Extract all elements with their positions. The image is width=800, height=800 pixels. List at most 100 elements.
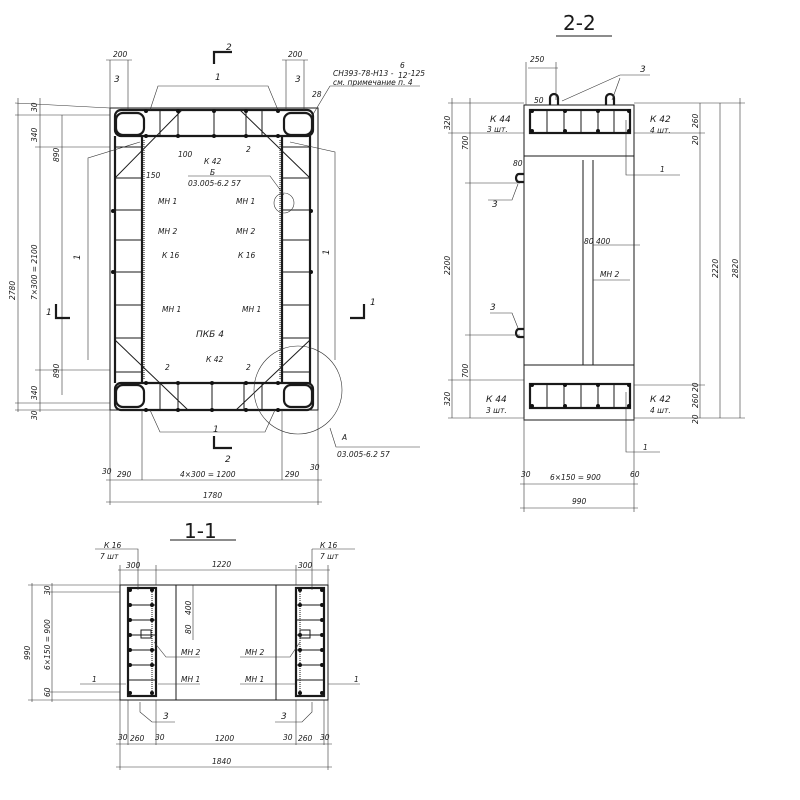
weld-note: СН393-78-Н13 - 6 12 -125 см. примечание … [311,61,425,117]
section-mark-2-label-bottom: 2 [225,455,231,465]
section-1-1-outline [119,584,329,701]
mesh-anchor-right [299,629,311,639]
dim-b-260-right: 260 [298,734,313,743]
dim-20-mid: 20 [691,382,700,392]
section-2-2-dimension-lines [448,62,745,512]
dim-bottom-30-left: 30 [102,467,112,476]
detail-a-circle [253,345,343,435]
callout-mn1-right-bottom: МН 1 [242,305,261,314]
detail-a-reference: 03.005-6.2 57 [337,450,390,459]
corner-bar-br [282,383,314,409]
dim-30-bottom: 30 [30,410,39,420]
dim-30-top: 30 [30,102,39,112]
weld-note-code: СН393-78-Н13 - [333,69,394,78]
callout-k16-right: К 16 [320,541,337,550]
rebar-dots [111,109,313,412]
column-cage-right [294,586,326,698]
callout-pos-1-top: 1 [660,165,665,174]
side-loop-top [514,172,524,184]
dim-b-30-4: 30 [320,733,330,742]
section-mark-2 [54,50,366,450]
callout-pos-1-top: 1 [215,73,221,83]
dim-320-bottom: 320 [443,391,452,406]
lifting-loop-right [604,92,616,105]
dim-bottom-290-right: 290 [285,470,300,479]
section-1-1-rebar-dots [128,588,324,695]
dim-2200: 2200 [443,256,452,275]
callout-pos-1-right: 1 [322,249,332,255]
dim-80-loop: 80 [513,159,523,168]
callout-mn1-right-top: МН 1 [236,197,255,206]
dim-60: 60 [43,687,52,697]
detail-b-reference: 03.005-6.2 57 [188,179,241,188]
dim-890-top: 890 [52,147,61,162]
dim-b-1840: 1840 [212,757,231,766]
dim-b-30-2: 30 [155,733,165,742]
dim-bottom-1200: 4×300 = 1200 [180,470,236,479]
dim-20-bottom: 20 [691,414,700,424]
callout-k42-top: К 42 [650,115,671,125]
callout-k16-right: К 16 [238,251,255,260]
callout-mn1-right: МН 1 [245,675,264,684]
callout-mn2-right: МН 2 [245,648,264,657]
callout-k44-qty-top: 3 шт. [487,125,508,134]
section-mark-1-label-right: 1 [370,298,376,308]
dim-top-right: 200 [288,50,303,59]
section-1-1: 1-1 [23,519,360,770]
dim-60: 60 [630,470,640,479]
dim-top-left: 200 [113,50,128,59]
dim-700-bottom: 700 [461,363,470,378]
dim-990: 990 [23,645,32,660]
callout-k44-top: К 44 [490,115,511,125]
callout-pos-3-top: 3 [640,65,646,75]
dim-1220: 1220 [212,560,231,569]
column-stirrups [114,109,311,411]
callout-pos-3-side-top: 3 [492,200,498,210]
callout-pos-3-left: 3 [163,712,169,722]
dim-300-right: 300 [298,561,313,570]
bottom-cage-k44 [528,382,632,410]
dim-320-top: 320 [443,115,452,130]
callout-k44-qty-bottom: 3 шт. [486,406,507,415]
dim-260-top: 260 [691,113,700,128]
callout-k42-bottom: К 42 [206,355,223,364]
callout-k16-left: К 16 [162,251,179,260]
plan-view: 2 2 1 1 200 200 2780 7×300 = 2100 340 89… [8,43,425,505]
pos1-frame-outline [87,85,336,433]
callout-mn1-left-bottom: МН 1 [162,305,181,314]
callout-k42-top: К 42 [204,157,221,166]
weld-note-fraction-top: 6 [400,61,405,70]
section-mark-2-label-top: 2 [226,43,232,53]
dim-150: 150 [146,171,161,180]
lifting-loop-left [548,92,560,105]
callout-pos-1-bottom: 1 [643,443,648,452]
plan-dimension-lines [14,59,322,505]
dim-700-top: 700 [461,135,470,150]
dim-400: 400 [596,237,611,246]
dim-2220: 2220 [711,259,720,278]
dim-bottom-30-right: 30 [310,463,320,472]
callout-k42-qty-top: 4 шт. [650,126,671,135]
section-2-2-stirrups [546,110,615,408]
dim-b-30-3: 30 [283,733,293,742]
detail-a-letter: А [341,433,347,442]
callout-mn2: МН 2 [600,270,619,279]
callout-weld-28: 28 [312,90,322,99]
dim-overall-width: 1780 [203,491,222,500]
mesh-anchor-left [140,629,152,639]
dim-80: 80 [184,624,193,634]
detail-b-letter: Б [210,168,215,177]
dim-2820: 2820 [731,259,740,278]
callout-pos-3-side-bottom: 3 [490,303,496,313]
callout-mn2-right: МН 2 [236,227,255,236]
callout-pos-1-bottom: 1 [213,425,219,435]
dim-260-bottom: 260 [691,393,700,408]
corner-bar-tl [114,111,146,137]
callout-pos-3-left: 3 [114,75,120,85]
corner-bar-tr [282,111,314,137]
dim-100: 100 [178,150,193,159]
callout-pos-2-top: 2 [246,145,251,154]
dim-stirrup-spacing: 7×300 = 2100 [30,244,39,300]
section-mark-1-label-left: 1 [46,308,52,318]
callout-k44-bottom: К 44 [486,395,507,405]
